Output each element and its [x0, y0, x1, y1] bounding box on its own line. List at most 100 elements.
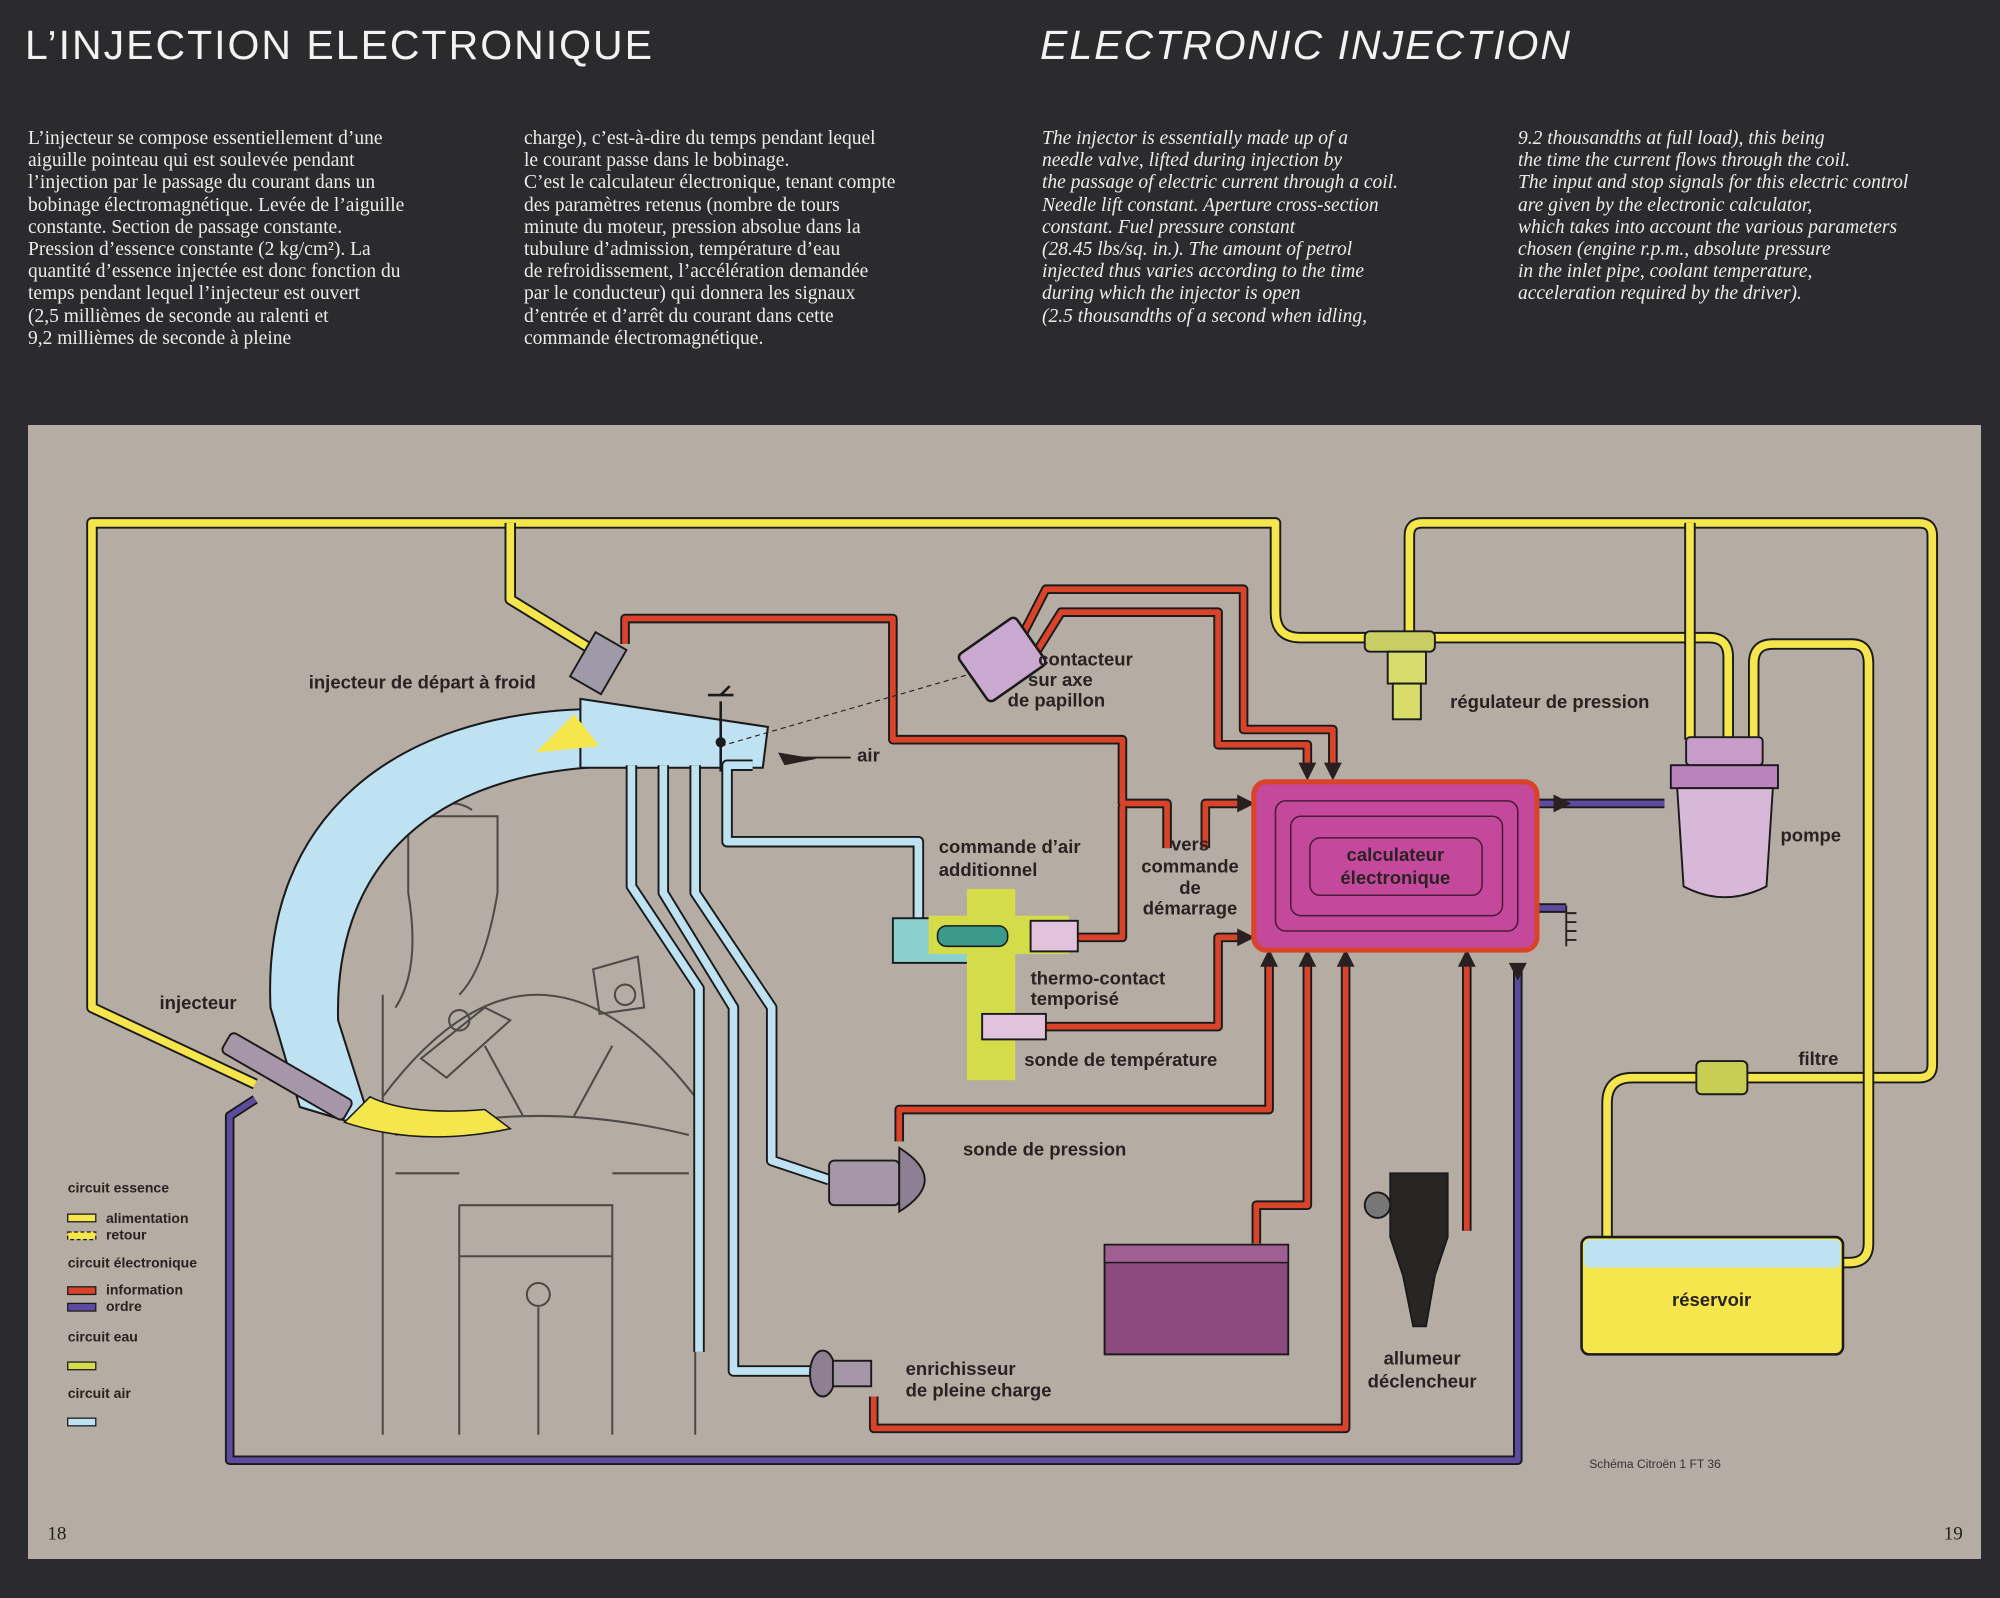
fuel-filter: [1695, 1060, 1749, 1096]
information-wire: [1077, 806, 1126, 941]
label-pressure-sensor: sonde de pression: [963, 1138, 1126, 1159]
text-line: constant. Fuel pressure constant: [1042, 216, 1296, 238]
label-tank: réservoir: [1672, 1289, 1751, 1310]
label-aux-air-2: additionnel: [939, 859, 1038, 880]
label-distributor-2: déclencheur: [1368, 1371, 1477, 1392]
air-pipe: [691, 765, 831, 1184]
text-line: temps pendant lequel l’injecteur est ouv…: [28, 283, 360, 305]
text-line: chosen (engine r.p.m., absolute pressure: [1518, 239, 1831, 261]
pipe-outline: [224, 969, 1523, 1466]
air-pipe: [723, 761, 923, 925]
text-line: constante. Section de passage constante.: [28, 216, 343, 238]
page-number-left: 18: [47, 1523, 66, 1544]
text-line: de refroidissement, l’accélération deman…: [524, 261, 869, 283]
text-line: l’injection par le passage du courant da…: [28, 172, 376, 194]
cold-start-injector: [568, 630, 628, 696]
text-line: The input and stop signals for this elec…: [1518, 172, 1909, 194]
information-wire: [1015, 586, 1336, 766]
legend-feed: alimentation: [106, 1210, 189, 1226]
fuel-tank: [1580, 1235, 1845, 1356]
label-throttle-switch-3: de papillon: [1008, 690, 1106, 711]
label-pressure-regulator: régulateur de pression: [1450, 691, 1649, 712]
calculator-box: [1251, 779, 1577, 953]
label-enricher-2: de pleine charge: [906, 1379, 1052, 1400]
legend-return: retour: [106, 1227, 147, 1243]
text-line: The injector is essentially made up of a: [1042, 128, 1349, 149]
fuel-feed-pipe: [88, 519, 1733, 1088]
legend-information: information: [106, 1281, 183, 1297]
title-french: L’INJECTION ELECTRONIQUE: [25, 22, 654, 68]
page-number-right: 19: [1944, 1523, 1963, 1544]
fuel-return-pipe: [1749, 640, 1873, 1320]
text-column-en-2: 9.2 thousandths at full load), this bein…: [1518, 128, 1908, 306]
text-line: C’est le calculateur électronique, tenan…: [524, 172, 896, 194]
text-line: are given by the electronic calculator,: [1518, 194, 1813, 216]
text-line: charge), c’est-à-dire du temps pendant l…: [524, 128, 876, 149]
legend-electronic-title: circuit électronique: [68, 1255, 197, 1271]
pipe-outline: [504, 522, 597, 656]
text-line: Pression d’essence constante (2 kg/cm²).…: [28, 239, 371, 261]
air-pipe: [627, 765, 703, 1352]
text-line: during which the injector is open: [1042, 283, 1301, 305]
text-line: tubulure d’admission, température d’eau: [524, 239, 841, 261]
legend-fuel-title: circuit essence: [68, 1179, 169, 1195]
text-line: in the inlet pipe, coolant temperature,: [1518, 261, 1813, 283]
text-line: Needle lift constant. Aperture cross-sec…: [1042, 194, 1379, 216]
injector: [221, 1032, 353, 1121]
label-calculator-2: électronique: [1340, 867, 1450, 888]
battery: [1103, 1243, 1290, 1356]
text-line: aiguille pointeau qui est soulevée penda…: [28, 150, 355, 172]
fuel-pump: [1669, 736, 1779, 899]
label-cold-start-injector: injecteur de départ à froid: [309, 672, 536, 693]
label-start-4: démarrage: [1143, 897, 1238, 918]
label-injector: injecteur: [160, 992, 237, 1013]
order-wire: [226, 969, 1521, 1464]
air-intake-manifold: [269, 697, 770, 1138]
text-line: quantité d’essence injectée est donc fon…: [28, 261, 401, 283]
label-start-2: commande: [1141, 855, 1239, 876]
throttle-switch: [957, 616, 1047, 703]
text-line: bobinage électromagnétique. Levée de l’a…: [28, 194, 405, 216]
label-filter: filtre: [1798, 1048, 1838, 1069]
signal-arrows: [720, 662, 1572, 981]
information-wire: [1253, 962, 1311, 1244]
legend-air-title: circuit air: [68, 1385, 132, 1401]
information-wire: [870, 962, 1349, 1432]
text-line: le courant passe dans le bobinage.: [524, 150, 790, 172]
distributor: [1363, 1172, 1449, 1328]
text-line: par le conducteur) qui donnera les signa…: [524, 283, 856, 305]
legend-swatch-air: [67, 1417, 97, 1427]
text-line: L’injecteur se compose essentiellement d…: [28, 128, 383, 149]
text-line: injected thus varies according to the ti…: [1042, 261, 1365, 283]
information-wire: [622, 615, 1170, 849]
text-line: minute du moteur, pression absolue dans …: [524, 216, 861, 238]
label-temp-sensor: sonde de température: [1024, 1049, 1217, 1070]
label-throttle-switch-1: contacteur: [1038, 649, 1133, 670]
label-distributor-1: allumeur: [1384, 1348, 1461, 1369]
text-line: des paramètres retenus (nombre de tours: [524, 194, 840, 216]
text-column-en-1: The injector is essentially made up of a…: [1042, 128, 1398, 328]
legend-swatch-order: [67, 1302, 97, 1312]
label-air: air: [857, 744, 880, 765]
legend-swatch-feed: [67, 1213, 97, 1223]
fuel-feed-pipe: [1405, 519, 1937, 1320]
text-line: (28.45 lbs/sq. in.). The amount of petro…: [1042, 239, 1353, 261]
auxiliary-air-valve: [891, 888, 1079, 1081]
legend-order: ordre: [106, 1298, 142, 1314]
text-line: the time the current flows through the c…: [1518, 150, 1851, 172]
text-line: which takes into account the various par…: [1518, 216, 1898, 238]
label-thermo-2: temporisé: [1031, 988, 1119, 1009]
information-wire: [1045, 934, 1244, 1030]
legend-swatch-water: [67, 1361, 97, 1371]
label-throttle-switch-2: sur axe: [1028, 669, 1093, 690]
text-column-fr-2: charge), c’est-à-dire du temps pendant l…: [524, 128, 895, 350]
pipe-outline: [1747, 638, 1875, 1320]
text-line: commande électromagnétique.: [524, 327, 764, 349]
pressure-regulator: [1363, 630, 1436, 721]
label-start-1: vers: [1171, 834, 1209, 855]
text-line: (2,5 millièmes de seconde au ralenti et: [28, 305, 329, 327]
legend-water-title: circuit eau: [68, 1329, 138, 1345]
pipe-outline: [1251, 962, 1313, 1244]
label-aux-air-1: commande d’air: [939, 836, 1081, 857]
